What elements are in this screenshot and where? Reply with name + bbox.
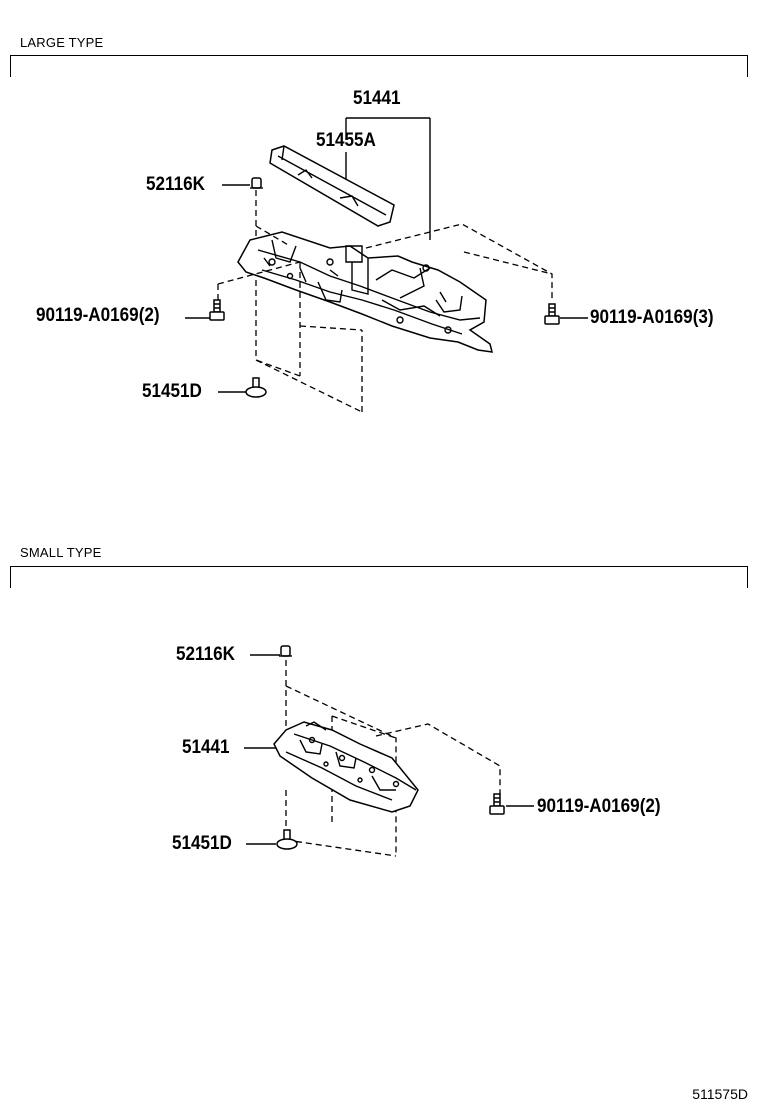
dashed-guide-large-4 — [255, 225, 291, 247]
label-52116k-large: 52116K — [146, 174, 205, 195]
label-51451d-large: 51451D — [142, 381, 202, 402]
grommet-51451d-large — [218, 377, 267, 398]
rail-part-51455a — [269, 145, 395, 227]
dashed-guide-small-1 — [285, 660, 397, 857]
clip-52116k-small — [250, 645, 292, 657]
small-type-assembly — [244, 645, 534, 857]
label-90119-left-large: 90119-A0169(2) — [36, 305, 160, 326]
diagram-id: 511575D — [692, 1086, 748, 1102]
tray-part-51441-small — [273, 721, 419, 813]
label-51451d-small: 51451D — [172, 833, 232, 854]
label-52116k-small: 52116K — [176, 644, 235, 665]
section-title-small: SMALL TYPE — [20, 545, 102, 560]
dashed-guide-large-1 — [217, 261, 301, 377]
label-90119-small: 90119-A0169(2) — [537, 796, 661, 817]
leader-51441-large — [345, 117, 431, 240]
large-type-assembly — [185, 117, 588, 413]
tray-part-51441-large — [237, 231, 493, 353]
dashed-guide-large-2 — [365, 223, 553, 302]
label-51441-small: 51441 — [182, 737, 230, 758]
bolt-90119-right-large — [544, 303, 588, 325]
section-bracket-small — [10, 566, 748, 588]
section-title-large: LARGE TYPE — [20, 35, 104, 50]
grommet-51451d-small — [246, 829, 298, 850]
label-90119-right-large: 90119-A0169(3) — [590, 307, 714, 328]
bolt-90119-small — [489, 793, 534, 815]
dashed-guide-large-3 — [255, 325, 363, 413]
label-51455a: 51455A — [316, 130, 376, 151]
label-51441-large: 51441 — [353, 88, 401, 109]
bolt-90119-left-large — [185, 299, 225, 321]
section-bracket-large — [10, 55, 748, 77]
